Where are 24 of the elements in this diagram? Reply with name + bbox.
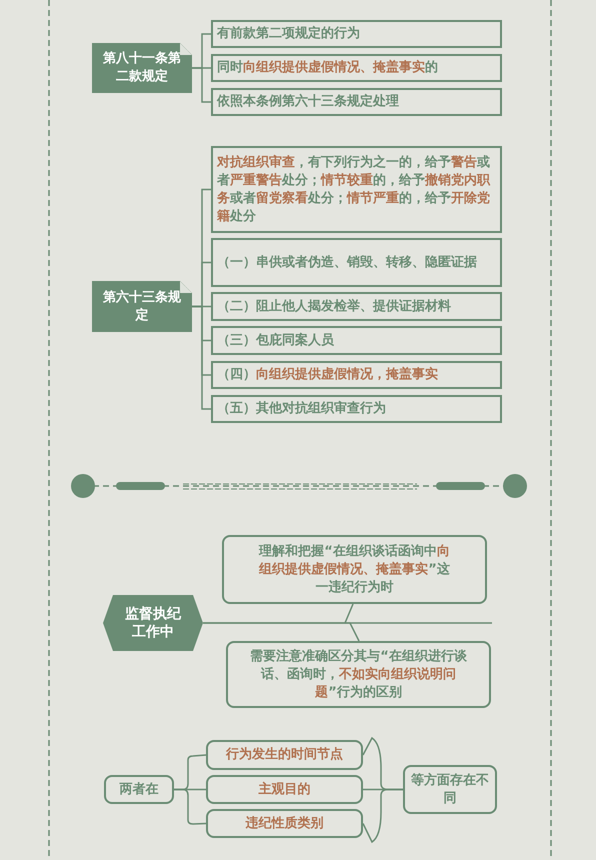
text-box: （二）阻止他人揭发检举、提供证据材料: [211, 292, 502, 321]
rounded-box: 违纪性质类别: [206, 809, 363, 838]
text-box: （五）其他对抗组织审查行为: [211, 395, 502, 423]
connector-line: [203, 622, 360, 642]
heading-tab: 第八十一条第二款规定: [92, 43, 192, 93]
text-box: 依照本条例第六十三条规定处理: [211, 88, 502, 116]
connector-line: [192, 67, 211, 103]
rounded-box: 主观目的: [206, 775, 363, 804]
rounded-box: 等方面存在不同: [403, 765, 497, 814]
rounded-box: 行为发生的时间节点: [206, 740, 363, 770]
text-box: （一）串供或者伪造、销毁、转移、隐匿证据: [211, 238, 502, 287]
rounded-box: 两者在: [104, 775, 174, 804]
text-box: 对抗组织审查，有下列行为之一的，给予警告或者严重警告处分；情节较重的，给予撤销党内职务或者留党察看处分；情节严重的，给予开除党籍处分: [211, 146, 502, 233]
connector-line: [362, 788, 403, 843]
heading-tab: 第六十三条规定: [92, 281, 192, 332]
hexagon-label: 监督执纪工作中: [103, 595, 203, 651]
text-box: （三）包庇同案人员: [211, 326, 502, 355]
text-box: 有前款第二项规定的行为: [211, 20, 502, 48]
rounded-box: 理解和把握“在组织谈话函询中向组织提供虚假情况、掩盖事实”这一违纪行为时: [222, 535, 487, 604]
text-box: 同时向组织提供虚假情况、掩盖事实的: [211, 54, 502, 82]
rounded-box: 需要注意准确区分其与“在组织进行谈话、函询时，不如实向组织说明问题”行为的区别: [226, 641, 491, 708]
connector-line: [192, 306, 211, 410]
connector-line: [174, 788, 206, 825]
text-box: （四）向组织提供虚假情况，掩盖事实: [211, 361, 502, 389]
